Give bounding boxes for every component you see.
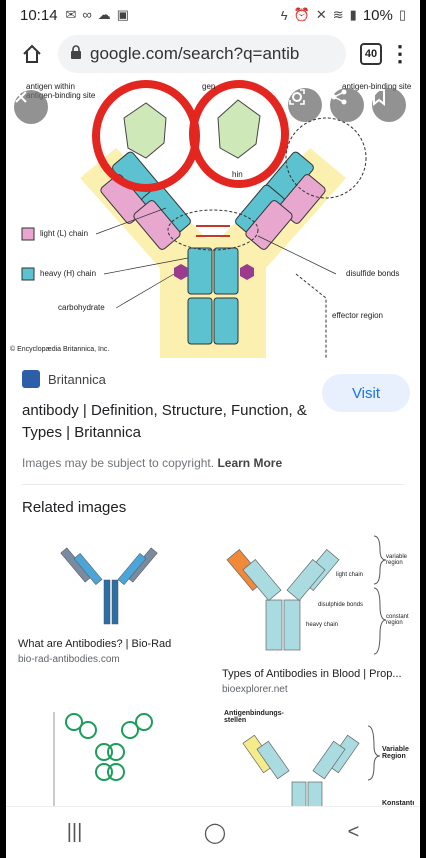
voicemail-icon: ∞ <box>82 7 92 22</box>
label-light-chain: light (L) chain <box>40 229 89 238</box>
overflow-menu-icon[interactable]: ⋮ <box>389 41 411 66</box>
related-images-heading: Related images <box>22 499 127 516</box>
nfc-icon: ϟ <box>280 7 288 23</box>
copyright-text: Images may be subject to copyright. <box>22 456 215 470</box>
thumb-label-disulphide: disulphide bonds <box>318 602 364 608</box>
home-button[interactable] <box>14 36 50 72</box>
lock-icon <box>70 44 82 64</box>
battery-text: 10% <box>362 6 393 24</box>
label-antigen-within: antigen within <box>26 82 75 91</box>
related-thumb-german[interactable]: Antigenbindungs-stellen Variable Region … <box>218 706 414 822</box>
thumb-label-heavy-chain: heavy chain <box>306 622 339 628</box>
signal-icon: ▮ <box>349 7 357 22</box>
divider <box>22 484 404 485</box>
result-source[interactable]: Britannica <box>22 370 404 388</box>
system-icons: ϟ ⏰ ✕ ≋ ▮ 10% ▯ <box>281 7 406 24</box>
share-icon <box>331 89 347 105</box>
system-nav-bar: ||| ◯ < <box>6 806 420 858</box>
bookmark-button[interactable] <box>372 88 406 122</box>
label-antigen: gen <box>202 82 216 91</box>
battery-icon: ▯ <box>398 7 406 22</box>
share-button[interactable] <box>330 88 364 122</box>
recents-button[interactable]: ||| <box>66 821 83 843</box>
close-image-button[interactable] <box>14 90 48 124</box>
label-effector: effector region <box>332 311 383 320</box>
related-thumb-diagram[interactable] <box>14 682 210 822</box>
image-icon: ▣ <box>116 7 130 22</box>
related-caption-2[interactable]: Types of Antibodies in Blood | Prop... <box>222 668 402 680</box>
status-time: 10:14 <box>20 6 58 24</box>
antibody-diagram <box>21 80 367 358</box>
lens-icon <box>289 89 305 105</box>
related-site-1: bio-rad-antibodies.com <box>18 654 120 665</box>
related-images-grid: What are Antibodies? | Bio-Rad bio-rad-a… <box>6 516 420 846</box>
thumb-label-light-chain: light chain <box>336 572 364 578</box>
phone-screen: 10:14 ✉ ∞ ☁ ▣ ϟ ⏰ ✕ ≋ ▮ 10% ▯ google. <box>6 0 420 858</box>
tab-switcher-button[interactable]: 40 <box>360 43 382 65</box>
wifi-icon: ≋ <box>332 7 344 22</box>
visit-button[interactable]: Visit <box>322 374 410 412</box>
main-image[interactable]: antigen within antigen-binding site gen … <box>6 78 420 358</box>
britannica-logo-icon <box>22 370 40 388</box>
source-name: Britannica <box>48 371 106 387</box>
mute-icon: ✕ <box>315 7 327 22</box>
mail-icon: ✉ <box>65 7 77 22</box>
related-caption-1[interactable]: What are Antibodies? | Bio-Rad <box>18 638 172 650</box>
related-thumb-biorad[interactable] <box>14 530 210 634</box>
label-hinge: hin <box>232 170 243 179</box>
url-field[interactable]: google.com/search?q=antib <box>58 35 346 73</box>
result-title[interactable]: antibody | Definition, Structure, Functi… <box>22 402 307 441</box>
thumb-label-variable-region: variable region <box>386 554 408 566</box>
close-icon <box>15 91 27 103</box>
notification-icons: ✉ ∞ ☁ ▣ <box>66 7 129 23</box>
cloud-icon: ☁ <box>97 7 111 22</box>
back-button[interactable]: < <box>347 821 360 843</box>
related-site-2: bioexplorer.net <box>222 684 288 695</box>
label-antigen-binding-site-left: antigen-binding site <box>26 91 96 100</box>
label-heavy-chain: heavy (H) chain <box>40 269 97 278</box>
learn-more-link[interactable]: Learn More <box>217 456 283 470</box>
related-thumb-bioexplorer[interactable]: variable region light chain disulphide b… <box>218 530 414 660</box>
bookmark-icon <box>373 89 385 106</box>
home-icon <box>23 44 41 63</box>
lens-button[interactable] <box>288 88 322 122</box>
label-disulfide: disulfide bonds <box>346 269 400 278</box>
result-card: Britannica Visit antibody | Definition, … <box>6 358 420 485</box>
status-bar: 10:14 ✉ ∞ ☁ ▣ ϟ ⏰ ✕ ≋ ▮ 10% ▯ <box>6 0 420 30</box>
copyright-notice: Images may be subject to copyright. Lear… <box>22 456 404 470</box>
home-nav-button[interactable]: ◯ <box>203 822 227 844</box>
label-carbohydrate: carbohydrate <box>58 303 105 312</box>
alarm-icon: ⏰ <box>293 7 310 22</box>
thumb-label-antigenbindungs: Antigenbindungs-stellen <box>224 710 284 724</box>
browser-toolbar: google.com/search?q=antib 40 ⋮ <box>6 30 420 78</box>
thumb-label-variable: Variable Region <box>382 746 409 760</box>
url-text: google.com/search?q=antib <box>90 44 300 63</box>
label-antigen-binding-site-right: antigen-binding site <box>342 82 412 91</box>
thumb-label-constant-region: constant region <box>386 614 409 626</box>
image-copyright: © Encyclopædia Britannica, Inc. <box>10 346 110 353</box>
